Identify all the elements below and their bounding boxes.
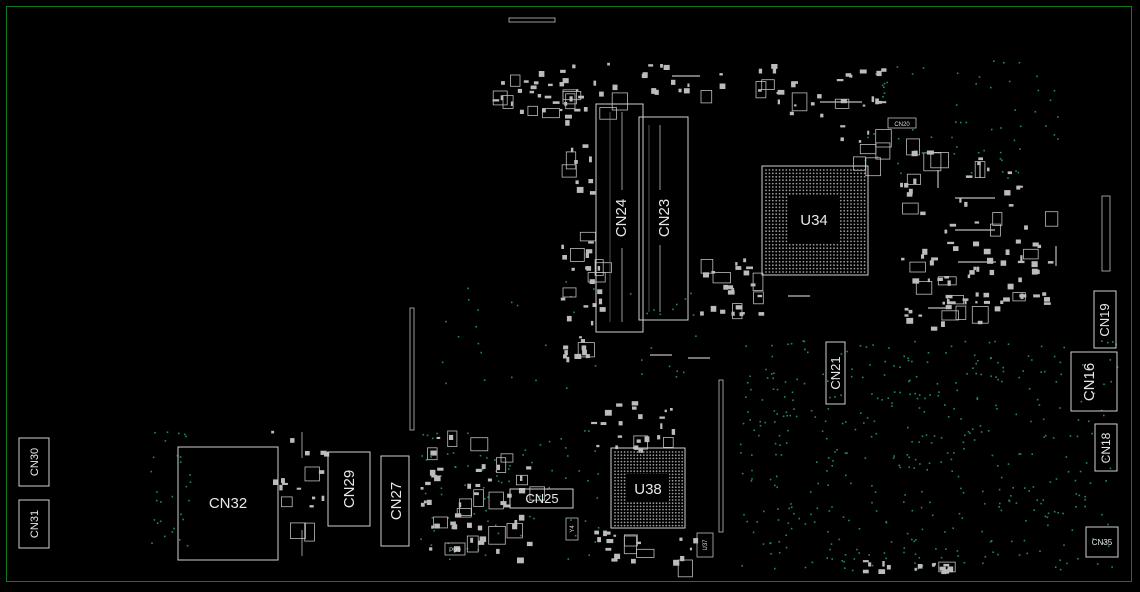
connector-cn27[interactable]: CN27 — [380, 455, 410, 547]
left-strip-connector — [409, 307, 415, 431]
cn32-label: CN32 — [209, 495, 247, 512]
connector-cn20[interactable]: CN20 — [887, 117, 917, 129]
board-outline — [6, 6, 1132, 582]
u37-label: U37 — [703, 539, 709, 551]
chip-u37[interactable]: U37 — [696, 532, 714, 558]
cn31-label: CN31 — [29, 510, 41, 538]
connector-cn18[interactable]: CN18 — [1094, 423, 1118, 472]
cn23-label: CN23 — [656, 199, 673, 237]
connector-cn24[interactable]: CN24 — [595, 103, 644, 333]
right-strip-connector — [1101, 195, 1111, 272]
connector-cn32[interactable]: CN32 — [177, 446, 279, 561]
y4-label: Y4 — [570, 525, 576, 533]
cn30-label: CN30 — [29, 448, 41, 476]
cn20-label: CN20 — [894, 122, 910, 128]
cn19-label: CN19 — [1097, 303, 1112, 336]
chip-u38[interactable]: U38 — [610, 447, 686, 529]
connector-cn31[interactable]: CN31 — [18, 499, 50, 549]
connector-cn23[interactable]: CN23 — [638, 116, 689, 321]
connector-cn30[interactable]: CN30 — [18, 437, 50, 487]
chip-pu9[interactable]: PU9 — [444, 542, 466, 556]
connector-cn16[interactable]: CN16 — [1070, 351, 1118, 412]
cn25-label: CN25 — [525, 491, 558, 506]
connector-cn35[interactable]: CN35 — [1085, 526, 1119, 558]
cn18-label: CN18 — [1099, 432, 1113, 463]
cn35-label: CN35 — [1092, 538, 1113, 547]
chip-u34[interactable]: U34 — [761, 165, 869, 276]
crystal-y4[interactable]: Y4 — [565, 517, 579, 541]
connector-cn25[interactable]: CN25 — [509, 488, 574, 509]
connector-cn21[interactable]: CN21 — [825, 341, 846, 405]
cn21-label: CN21 — [828, 356, 843, 389]
small-components — [271, 62, 1059, 578]
connector-cn29[interactable]: CN29 — [327, 451, 371, 527]
pu9-label: PU9 — [449, 548, 461, 554]
cn16-label: CN16 — [1081, 363, 1098, 401]
connector-cn19[interactable]: CN19 — [1093, 290, 1117, 349]
via-field — [150, 60, 1119, 572]
cn24-label: CN24 — [613, 199, 630, 237]
u38-label: U38 — [634, 481, 662, 498]
cn27-label: CN27 — [388, 482, 405, 520]
cn29-label: CN29 — [341, 470, 358, 508]
top-connector — [508, 17, 556, 23]
u34-label: U34 — [800, 212, 828, 229]
center-strip-connector — [718, 379, 724, 533]
